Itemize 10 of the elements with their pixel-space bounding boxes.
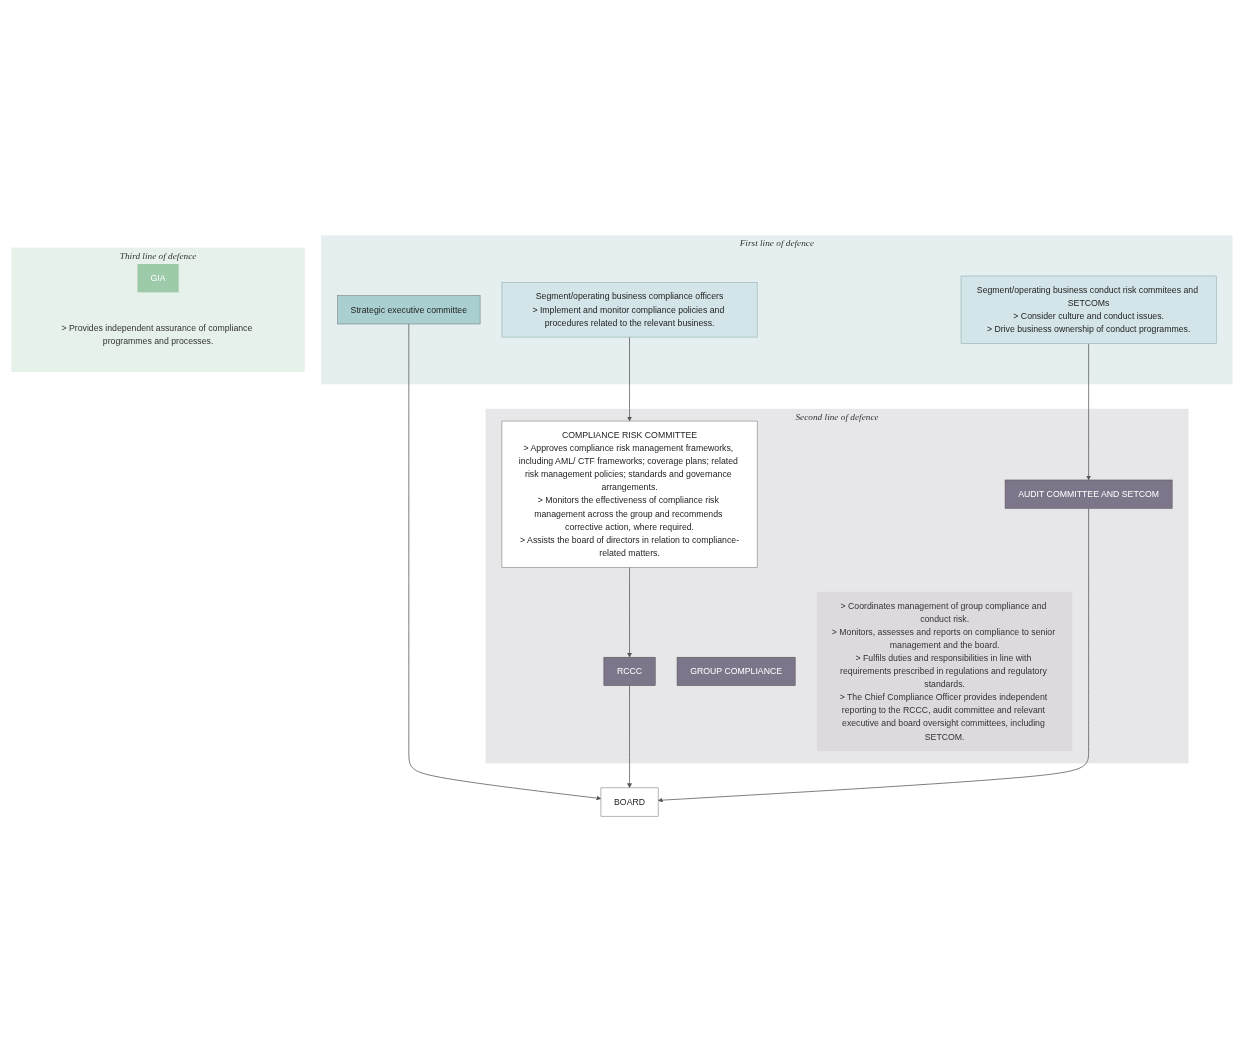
node-box: RCCC: [603, 657, 656, 687]
node-box: Segment/operating business conduct risk commitees and SETCOMs > Consider culture and conduct issues. > Drive business ownership of conduct programmes.: [960, 275, 1217, 345]
node-box: AUDIT COMMITTEE AND SETCOM: [1004, 479, 1173, 509]
node-box: Strategic executive committee: [337, 295, 481, 325]
node-box: GIA: [137, 264, 179, 293]
node-box: COMPLIANCE RISK COMMITTEE > Approves compliance risk management frameworks, including AML/ CTF frameworks; coverage plans; related risk management policies; standards and governance arrangements. > Monitors the effectiveness of compliance risk management across the group and recommends corrective action, where required. > Assists the board of directors in relation to compliance-related matters.: [501, 421, 758, 568]
node-box: BOARD: [600, 787, 659, 817]
node-text: > Provides independent assurance of compliance programmes and processes.: [61, 323, 253, 347]
node-box: Segment/operating business compliance officers > Implement and monitor compliance policies and procedures related to the relevant business.: [501, 282, 758, 338]
node-box: GROUP COMPLIANCE: [676, 657, 796, 687]
